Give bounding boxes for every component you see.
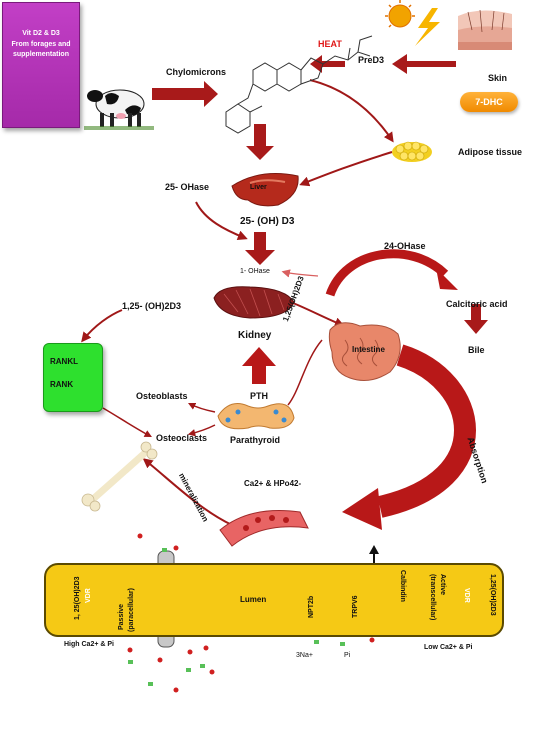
arrow-kidney-to-intestine	[292, 302, 345, 327]
na-label: 3Na+	[296, 652, 313, 659]
fat-icon	[392, 141, 432, 162]
adipose-label: Adipose tissue	[458, 147, 523, 157]
arrow-absorption-curve	[342, 344, 476, 530]
parathyroid-label: Parathyroid	[230, 435, 281, 445]
lumen-label: Lumen	[240, 595, 267, 604]
low-ca-label: Low Ca2+ & Pi	[424, 644, 473, 651]
arrow-diag-to-1ohase	[281, 269, 319, 278]
arrow-cow-to-chylo	[152, 81, 218, 107]
osteoclasts-label: Osteoclasts	[156, 433, 208, 443]
lightning-icon	[415, 8, 440, 46]
intestine-label: Intestine	[352, 345, 385, 354]
vit-d-title: Vit D2 & D3	[22, 30, 60, 37]
arrow-vessel-to-bone	[142, 458, 233, 526]
vit-d-line2: From forages and	[11, 40, 71, 48]
arrow-skin-to-pred3	[392, 54, 456, 74]
membrane-left-vitd: 1, 25(OH)2D3	[74, 576, 81, 620]
npt2b-label: NPT2b	[308, 595, 315, 618]
high-ca-label: High Ca2+ & Pi	[64, 641, 114, 648]
molecule-icon	[225, 35, 373, 134]
passive-label: Passive	[118, 603, 125, 630]
vit-d-line3: supplementation	[12, 51, 69, 58]
calbindin-label: Calbindin	[399, 570, 406, 602]
bone-icon	[81, 441, 158, 512]
arrow-molecule-to-liver	[246, 124, 274, 160]
heat-label: HEAT	[318, 39, 342, 49]
kidney-label: Kidney	[238, 330, 272, 341]
arrow-heat	[310, 55, 345, 73]
arrow-parathyroid-to-osteoblasts	[187, 402, 216, 413]
oh125-left-label: 1,25- (OH)2D3	[122, 301, 182, 311]
blood-vessel-icon	[219, 509, 309, 547]
bile-label: Bile	[468, 345, 485, 355]
rank-label: RANK	[50, 380, 74, 389]
trpv6-label: TRPV6	[352, 595, 359, 618]
skin-label: Skin	[488, 73, 508, 83]
transcellular-label: (transcellular)	[429, 574, 436, 621]
arrow-parathyroid-to-osteoclasts	[187, 424, 216, 437]
vit-d-source-box: Vit D2 & D3 From forages and supplementa…	[2, 2, 80, 128]
osteoblasts-label: Osteoblasts	[136, 391, 188, 401]
rankl-rank-box: RANKL RANK	[43, 343, 103, 412]
pred3-label: PreD3	[358, 55, 385, 65]
paracellular-label: (paracellular)	[128, 588, 135, 632]
kidney-icon	[213, 286, 295, 319]
arrow-calcitoric-to-bile	[464, 304, 488, 334]
chylomicrons-label: Chylomicrons	[166, 67, 227, 77]
ca-hpo-label: Ca2+ & HPo42-	[244, 479, 302, 488]
ohase25-label: 25- OHase	[165, 182, 210, 192]
arrow-to-rankl	[81, 309, 123, 343]
intestinal-membrane	[44, 563, 504, 637]
vdr-left-label: VDR	[85, 588, 92, 603]
ohase1-label: 1- OHase	[240, 268, 270, 275]
pth-label: PTH	[250, 391, 268, 401]
arrow-rank-to-osteoclasts	[102, 407, 152, 438]
sun-icon	[385, 0, 415, 28]
active-label: Active	[439, 574, 446, 596]
arrow-chylo-to-adipose	[309, 79, 394, 143]
rankl-label: RANKL	[50, 357, 78, 366]
ohase24-label: 24-OHase	[384, 241, 426, 251]
intestine-icon	[328, 322, 401, 381]
skin-icon	[458, 9, 512, 51]
arrow-adipose-to-liver	[299, 151, 393, 187]
liver-icon	[231, 173, 299, 207]
arrow-pth-up	[242, 347, 276, 384]
arrow-25ohd3-down	[245, 232, 275, 265]
cow-icon	[84, 89, 154, 130]
vdr-right-label: VDR	[463, 588, 470, 603]
thyroid-icon	[217, 403, 295, 430]
calcitoric-label: Calcitoric acid	[446, 299, 508, 309]
pi-label: Pi	[344, 652, 351, 659]
dhc-badge: 7-DHC	[460, 92, 518, 112]
membrane-right-vitd: 1,25(OH)2D3	[489, 574, 496, 616]
arrow-intestine-to-pth	[287, 339, 323, 406]
liver-label: Liver	[250, 184, 267, 191]
oh25d3-label: 25- (OH) D3	[240, 216, 295, 227]
arrow-24ohase-curve	[325, 249, 458, 297]
arrow-25ohase-to-25ohd3	[195, 201, 248, 241]
